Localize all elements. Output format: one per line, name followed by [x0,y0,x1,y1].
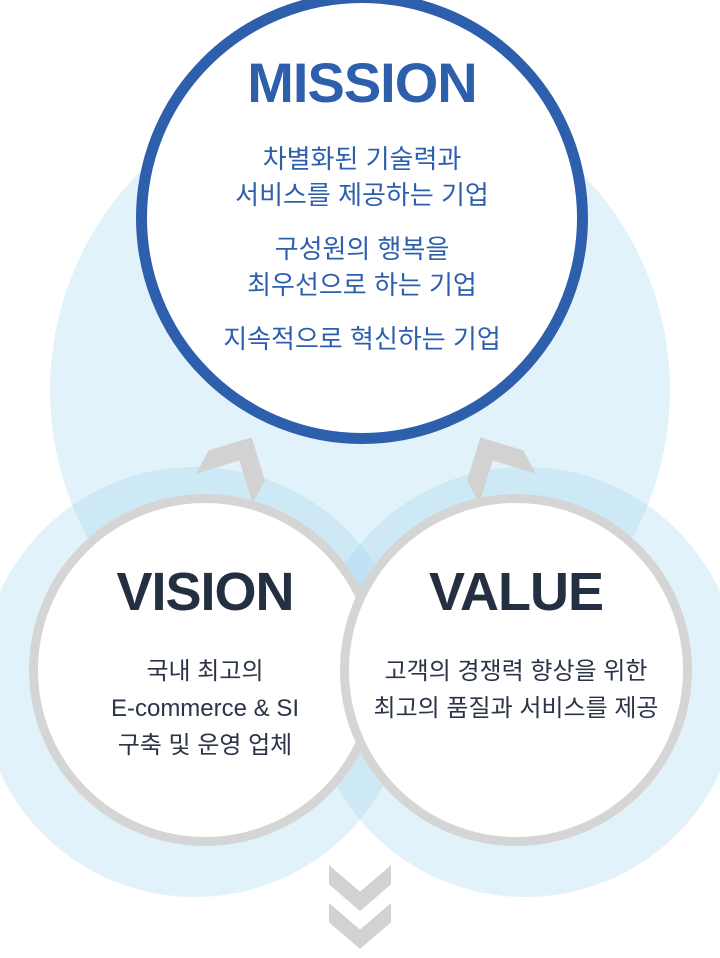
mission-body-line: 구성원의 행복을 [274,234,450,264]
value-body-line: 최고의 품질과 서비스를 제공 [373,695,659,722]
vision-body-line: E-commerce & SI [110,695,300,722]
mission-body-line: 지속적으로 혁신하는 기업 [223,324,501,354]
value-circle: VALUE 고객의 경쟁력 향상을 위한 최고의 품질과 서비스를 제공 [340,494,692,846]
vision-body-line: 국내 최고의 [146,658,264,685]
chevron-down-icon [329,865,391,911]
mission-statement-2: 구성원의 행복을 최우선으로 하는 기업 [147,231,577,303]
mission-body-line: 최우선으로 하는 기업 [247,270,477,300]
mission-statement-3: 지속적으로 혁신하는 기업 [147,321,577,357]
mission-circle: MISSION 차별화된 기술력과 서비스를 제공하는 기업 구성원의 행복을 … [136,0,588,444]
mission-title: MISSION [247,51,477,114]
mission-statement-1: 차별화된 기술력과 서비스를 제공하는 기업 [147,141,577,213]
mission-body-line: 차별화된 기술력과 [262,144,462,174]
vision-title: VISION [116,562,294,622]
vision-circle: VISION 국내 최고의 E-commerce & SI 구축 및 운영 업체 [29,494,381,846]
vision-body-line: 구축 및 운영 업체 [117,732,293,759]
value-title: VALUE [428,562,604,622]
value-body: 고객의 경쟁력 향상을 위한 최고의 품질과 서비스를 제공 [349,653,683,727]
vision-body: 국내 최고의 E-commerce & SI 구축 및 운영 업체 [38,653,372,764]
mission-body-line: 서비스를 제공하는 기업 [235,180,489,210]
value-body-line: 고객의 경쟁력 향상을 위한 [384,658,648,685]
